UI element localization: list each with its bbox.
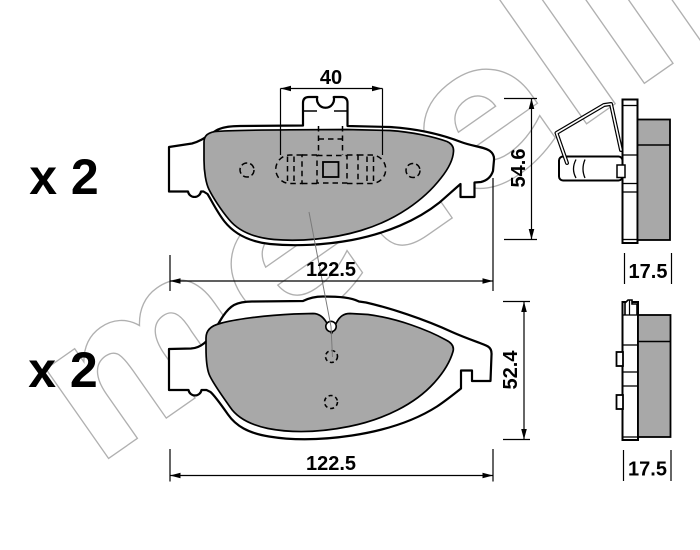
dim-17-5-bottom: 17.5 [628, 459, 667, 481]
damper-center-box [316, 154, 348, 184]
side2-plate-lines [622, 314, 638, 438]
pad1-hole-left [239, 162, 255, 178]
side2-lug-1 [615, 351, 624, 367]
dimension-lines [169, 87, 673, 482]
dimension-arrows [170, 85, 535, 479]
pad2-hidden-hole-2 [323, 394, 339, 410]
side2-backplate [621, 301, 639, 441]
dim-52-4: 52.4 [500, 350, 522, 390]
side1-plate-notch [616, 164, 626, 179]
quantity-label-bottom: x 2 [28, 342, 98, 398]
pad1-side-view [554, 98, 671, 244]
pad1-front-view [167, 95, 496, 247]
side1-spring-inner [555, 103, 622, 164]
pad2-friction-material [205, 312, 455, 433]
side2-friction [637, 314, 672, 438]
dim-54-6: 54.6 [508, 149, 530, 188]
dim-40: 40 [320, 67, 342, 89]
side1-friction [636, 118, 671, 241]
side2-lug-2 [615, 394, 624, 410]
pad2-front-view [167, 295, 493, 441]
side1-clip-detail [572, 159, 586, 179]
side1-plate-lines [622, 104, 638, 241]
pad1-hidden-damper [275, 126, 387, 185]
side1-clip-body [558, 155, 624, 182]
dimension-labels: 40 122.5 54.6 17.5 52.4 122.5 17.5 [306, 67, 668, 481]
damper-center-square [322, 161, 340, 178]
dim-122-5-top: 122.5 [306, 259, 356, 281]
dim-17-5-top: 17.5 [629, 261, 668, 283]
pad1-hole-right [405, 162, 421, 179]
pad2-hidden-hole-1 [324, 349, 339, 364]
leader-line [308, 211, 333, 358]
dim-122-5-bottom: 122.5 [306, 453, 356, 475]
side2-top-tab [624, 299, 638, 315]
pad1-friction-material [203, 128, 455, 242]
pad2-side-view [615, 299, 672, 441]
quantity-label-top: x 2 [29, 149, 99, 205]
